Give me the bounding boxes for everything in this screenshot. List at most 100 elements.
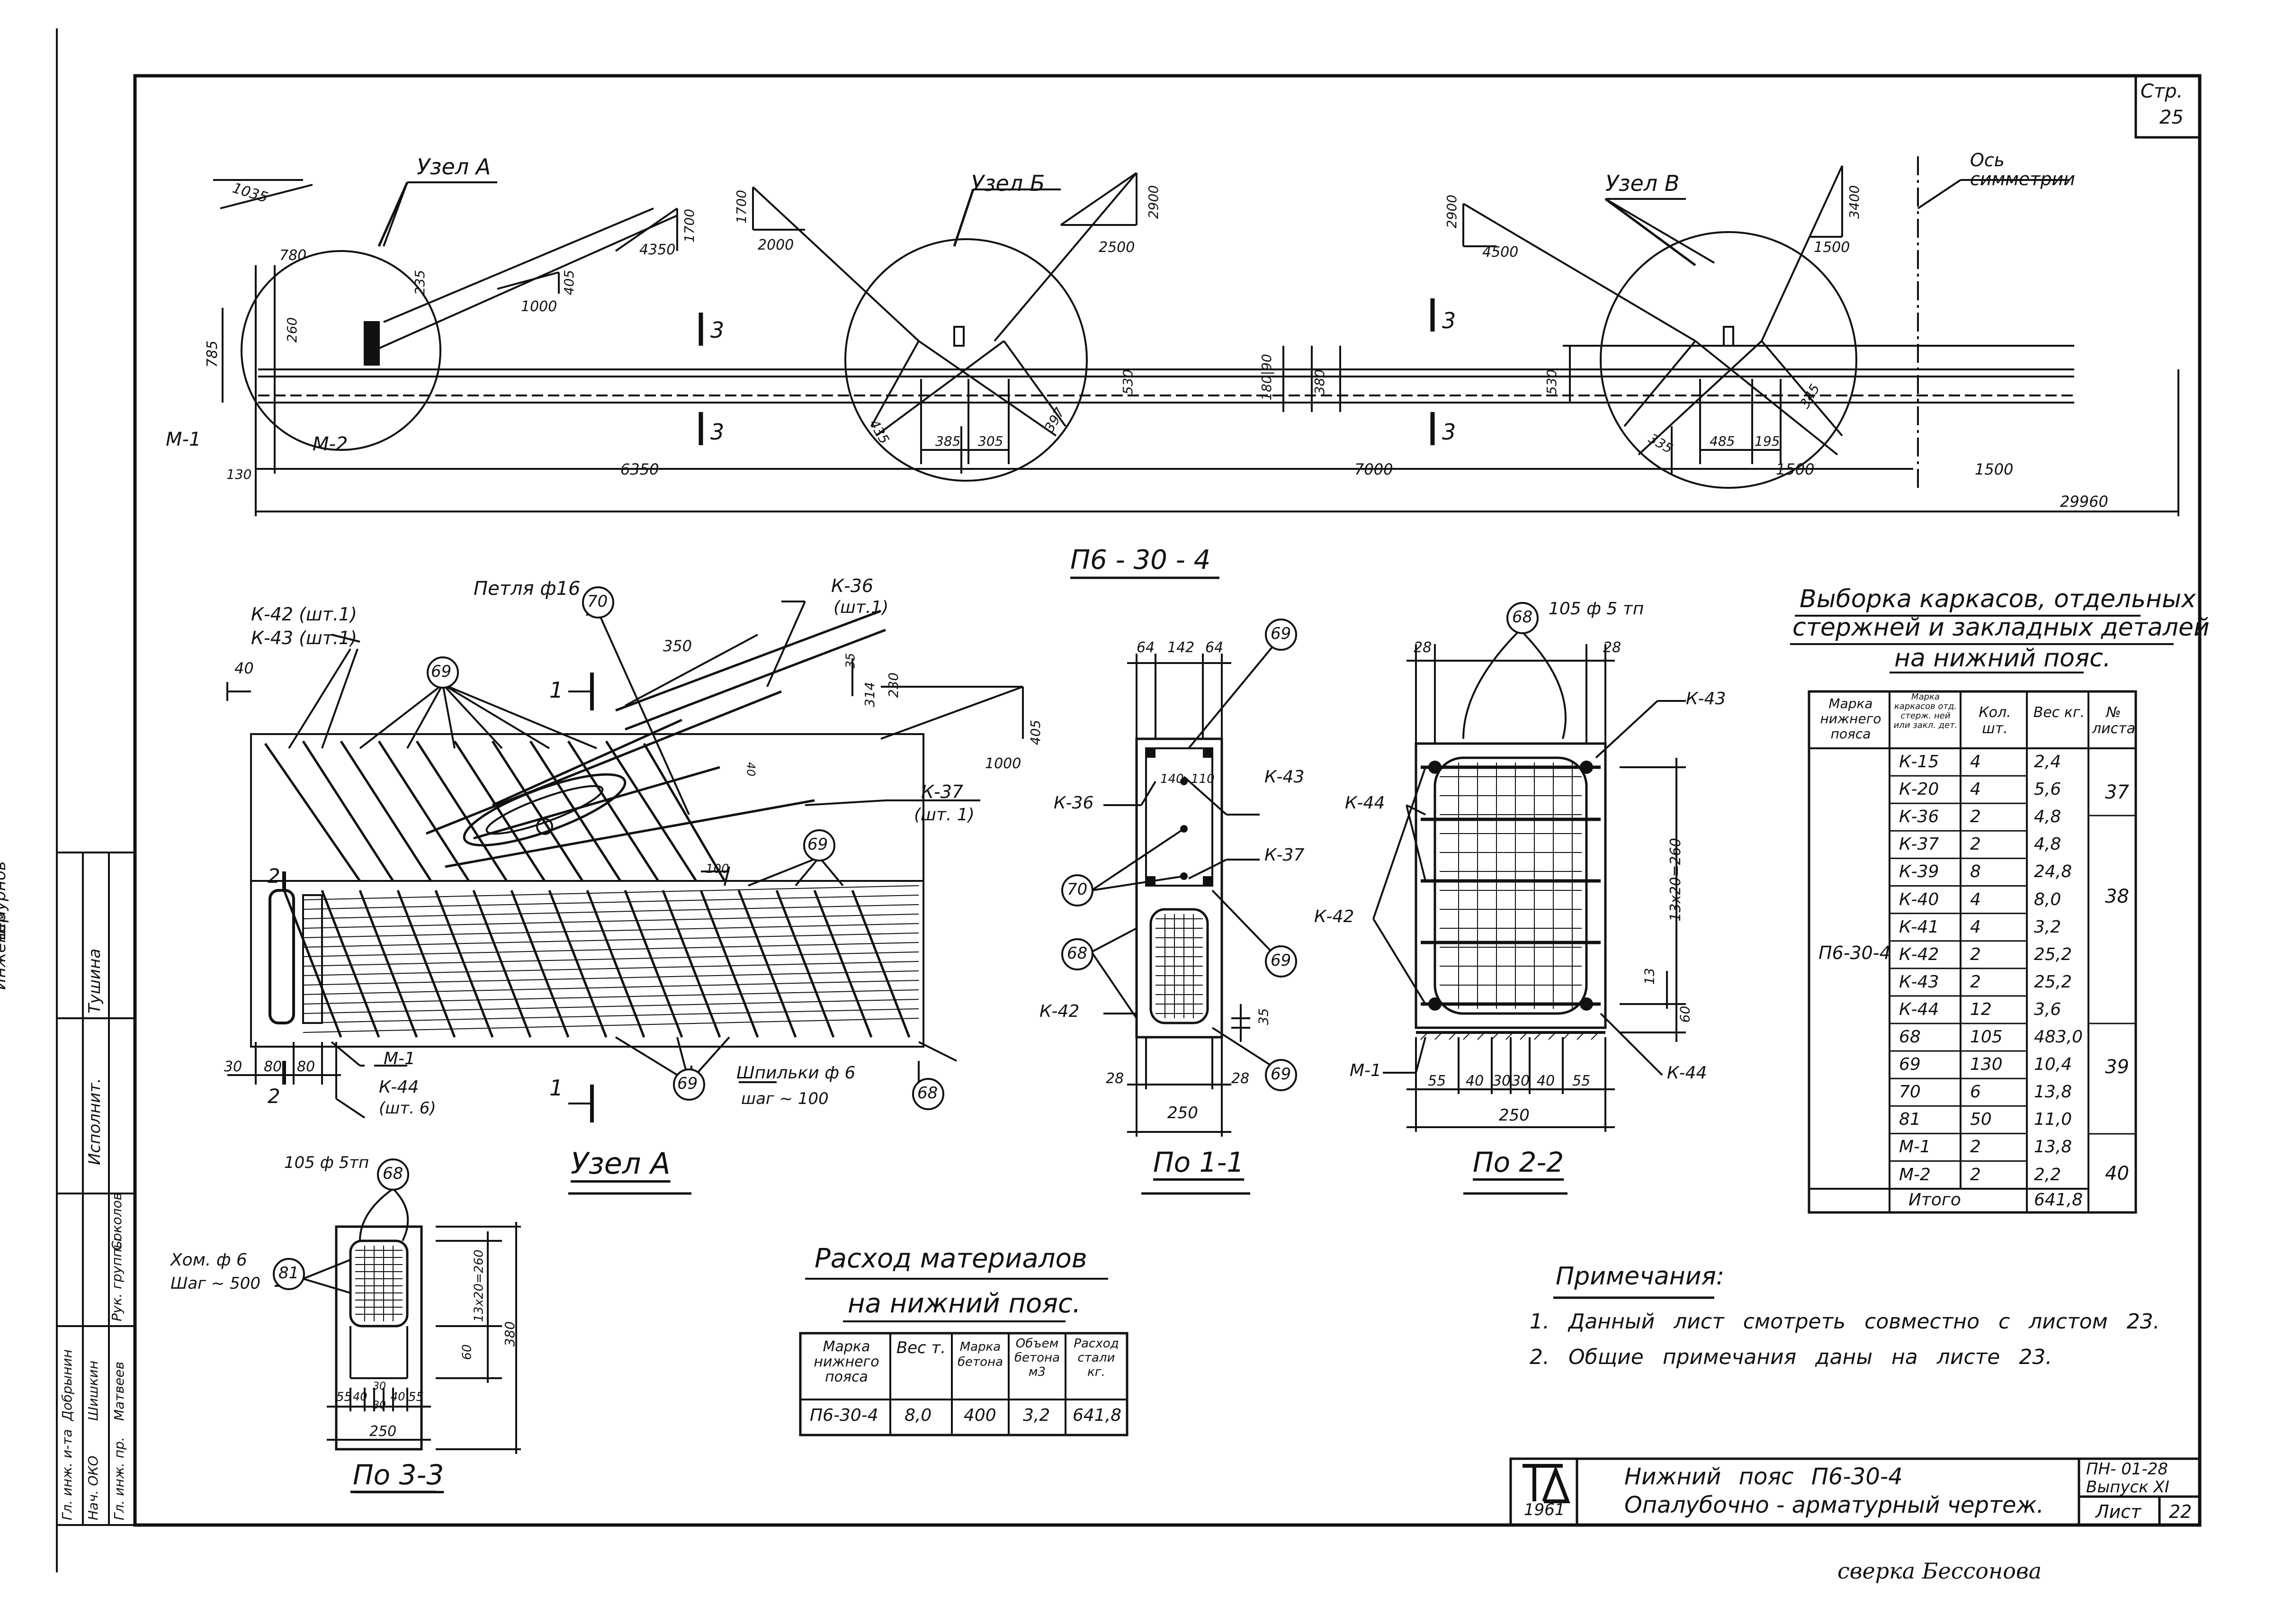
dim: 314 (862, 682, 878, 708)
selection-header-4: № листа (2092, 704, 2136, 737)
table-cell: М-2 (1899, 1165, 1931, 1184)
dim: 380 (502, 1321, 518, 1347)
k44-label-s22: К-44 (1345, 793, 1385, 813)
side-r5b: Матвеев (111, 1361, 127, 1421)
side-r3a: Гл. инж. и-та (59, 1429, 75, 1520)
dim: 380 (1312, 369, 1328, 395)
dim: 4350 (639, 242, 676, 258)
circle-69-label-c-s11: 69 (1271, 1065, 1291, 1084)
section-33-caption: По 3-3 (353, 1459, 444, 1491)
k42-label: К-42 (шт.1) (251, 604, 357, 625)
section-11-caption: По 1-1 (1153, 1146, 1245, 1178)
dim: 1700 (734, 189, 750, 224)
dim: 28 (1603, 639, 1621, 656)
stamp-issue: Выпуск XI (2086, 1478, 2169, 1497)
page-label: Стр. (2141, 81, 2183, 102)
table-cell: 50 (1970, 1110, 1992, 1130)
section-mark-3d: 3 (1442, 419, 1456, 445)
table-cell: 105 (1970, 1027, 2003, 1047)
dim: 40 (1537, 1073, 1555, 1089)
dim: 405 (1028, 719, 1044, 745)
dim: 13х20=260 (472, 1249, 486, 1322)
table-cell: 25,2 (2034, 972, 2072, 992)
side-r4b: Шишкин (85, 1360, 101, 1421)
stamp-title-2: Опалубочно - арматурный чертеж. (1624, 1492, 2044, 1518)
dim: 235 (412, 269, 428, 296)
table-cell: 3,2 (2034, 917, 2061, 937)
k43-label: К-43 (шт.1) (251, 628, 357, 648)
dim: 1500 (1975, 460, 2014, 478)
table-cell: 4,8 (2034, 834, 2061, 854)
dim: 60 (1677, 1005, 1693, 1023)
selection-header-0: Марка нижнего пояса (1820, 696, 1881, 742)
section-22-caption: По 2-2 (1473, 1146, 1564, 1178)
dim: 180|90 (1258, 354, 1274, 401)
circle-68-label-s22: 68 (1512, 608, 1533, 627)
dim: 2900 (1444, 194, 1460, 229)
table-cell: К-40 (1899, 889, 1939, 909)
section-1-mark-b: 1 (549, 1075, 564, 1101)
dim: 2000 (758, 237, 794, 253)
dim: 29960 (2060, 493, 2108, 511)
table-cell: К-43 (1899, 972, 1939, 992)
selection-total: 641,8 (2034, 1190, 2083, 1210)
selection-sheet: 37 (2105, 781, 2129, 803)
table-cell: К-36 (1899, 807, 1939, 827)
side-r2b: Тушина (85, 948, 104, 1014)
dim: 130 (226, 467, 252, 482)
stamp-sheet-label: Лист (2096, 1501, 2141, 1522)
table-cell: 8 (1970, 862, 1981, 882)
dim: 64 (1137, 639, 1155, 656)
materials-cell: П6-30-4 (810, 1406, 878, 1425)
node-a-label: Узел А (417, 154, 491, 179)
dim: 30 (373, 1381, 386, 1392)
dim: 250 (369, 1423, 397, 1440)
selection-header-1: Марка каркасов отд. стерж. ней или закл.… (1893, 692, 1958, 730)
studs-label: Шпильки ф 6 (736, 1063, 856, 1083)
dim: 55 (1428, 1073, 1446, 1089)
circle-70-label: 70 (587, 592, 608, 611)
dim: 13х20=260 (1667, 838, 1684, 922)
node-v-label: Узел В (1605, 170, 1680, 196)
selection-title-3: на нижний пояс. (1894, 644, 2111, 673)
materials-header-steel: Расход стали кг. (1074, 1337, 1119, 1379)
dim: 250 (1167, 1104, 1198, 1122)
loop-label: Петля ф16 (474, 578, 581, 600)
k44-qty: (шт. 6) (379, 1099, 436, 1118)
studs-step: шаг ~ 100 (741, 1089, 829, 1108)
selection-mark: П6-30-4 (1818, 942, 1891, 963)
stamp-year: 1961 (1524, 1500, 1565, 1519)
table-cell: 12 (1970, 999, 1992, 1019)
k44-label: К-44 (379, 1077, 419, 1097)
circle-69-label-b: 69 (807, 835, 828, 854)
table-cell: 2 (1970, 944, 1981, 964)
stamp-code: ПН- 01-28 (2086, 1460, 2168, 1479)
table-cell: 4 (1970, 889, 1981, 909)
table-cell: 13,8 (2034, 1082, 2072, 1102)
dim: 530 (1544, 369, 1560, 395)
table-cell: 2 (1970, 972, 1981, 992)
selection-header-2: Кол. шт. (1979, 704, 2011, 737)
side-r3b: Добрынин (59, 1349, 75, 1421)
k36-label: К-36 (831, 575, 874, 596)
dim: 55 (1572, 1073, 1591, 1089)
dim: 485 (1710, 433, 1735, 449)
table-cell: 4 (1970, 780, 1981, 799)
m1-label-a: М-1 (384, 1049, 415, 1068)
circle-81-label: 81 (278, 1264, 299, 1283)
side-r1b: Шмурнов (0, 861, 9, 940)
table-cell: К-39 (1899, 862, 1939, 882)
dim: 195 (1755, 433, 1780, 449)
td-logo (1523, 1464, 1570, 1503)
selection-title-1: Выборка каркасов, отдельных (1800, 585, 2196, 613)
k37-label-s11: К-37 (1264, 845, 1305, 865)
materials-header-concrete: Марка бетона (957, 1340, 1003, 1369)
dim: 55 (336, 1390, 352, 1404)
note-1: 1. Данный лист смотреть совместно с лист… (1530, 1310, 2160, 1334)
page-number: 25 (2159, 107, 2184, 128)
table-cell: 3,6 (2034, 999, 2061, 1019)
k37-label: К-37 (921, 781, 964, 802)
side-r2a: Исполнит. (85, 1078, 104, 1165)
table-cell: 25,2 (2034, 944, 2072, 964)
node-a-caption: Узел А (571, 1146, 671, 1181)
